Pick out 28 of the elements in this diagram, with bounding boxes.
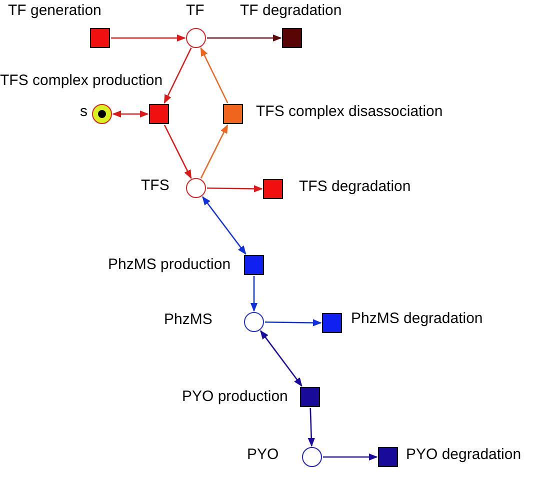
arrow: [111, 34, 186, 42]
arrow: [112, 110, 149, 118]
arrow: [200, 47, 228, 104]
node-label: TF: [186, 2, 204, 20]
arrow: [202, 196, 246, 255]
node-label: PhzMS production: [108, 256, 231, 274]
node-label: TFS: [141, 177, 170, 195]
node-label: TFS degradation: [299, 178, 411, 196]
node-label: PYO degradation: [406, 446, 522, 464]
arrow: [207, 34, 282, 42]
node-label: TFS complex disassociation: [256, 103, 443, 121]
arrow: [260, 330, 302, 387]
node-label: PhzMS degradation: [351, 310, 483, 328]
arrow: [265, 319, 322, 326]
node-label: s: [80, 103, 88, 121]
arrow: [323, 453, 378, 461]
node-label: PYO production: [182, 388, 288, 406]
arrow: [200, 124, 228, 178]
node-label: PYO: [247, 446, 279, 464]
arrow: [207, 185, 263, 192]
node-label: TF generation: [8, 2, 102, 20]
arrow: [308, 408, 315, 447]
arrow: [164, 124, 192, 179]
node-label: PhzMS: [164, 311, 212, 329]
node-label: TF degradation: [240, 2, 342, 20]
node-label: TFS complex production: [0, 72, 163, 90]
arrow: [164, 48, 192, 104]
arrow: [250, 276, 258, 312]
